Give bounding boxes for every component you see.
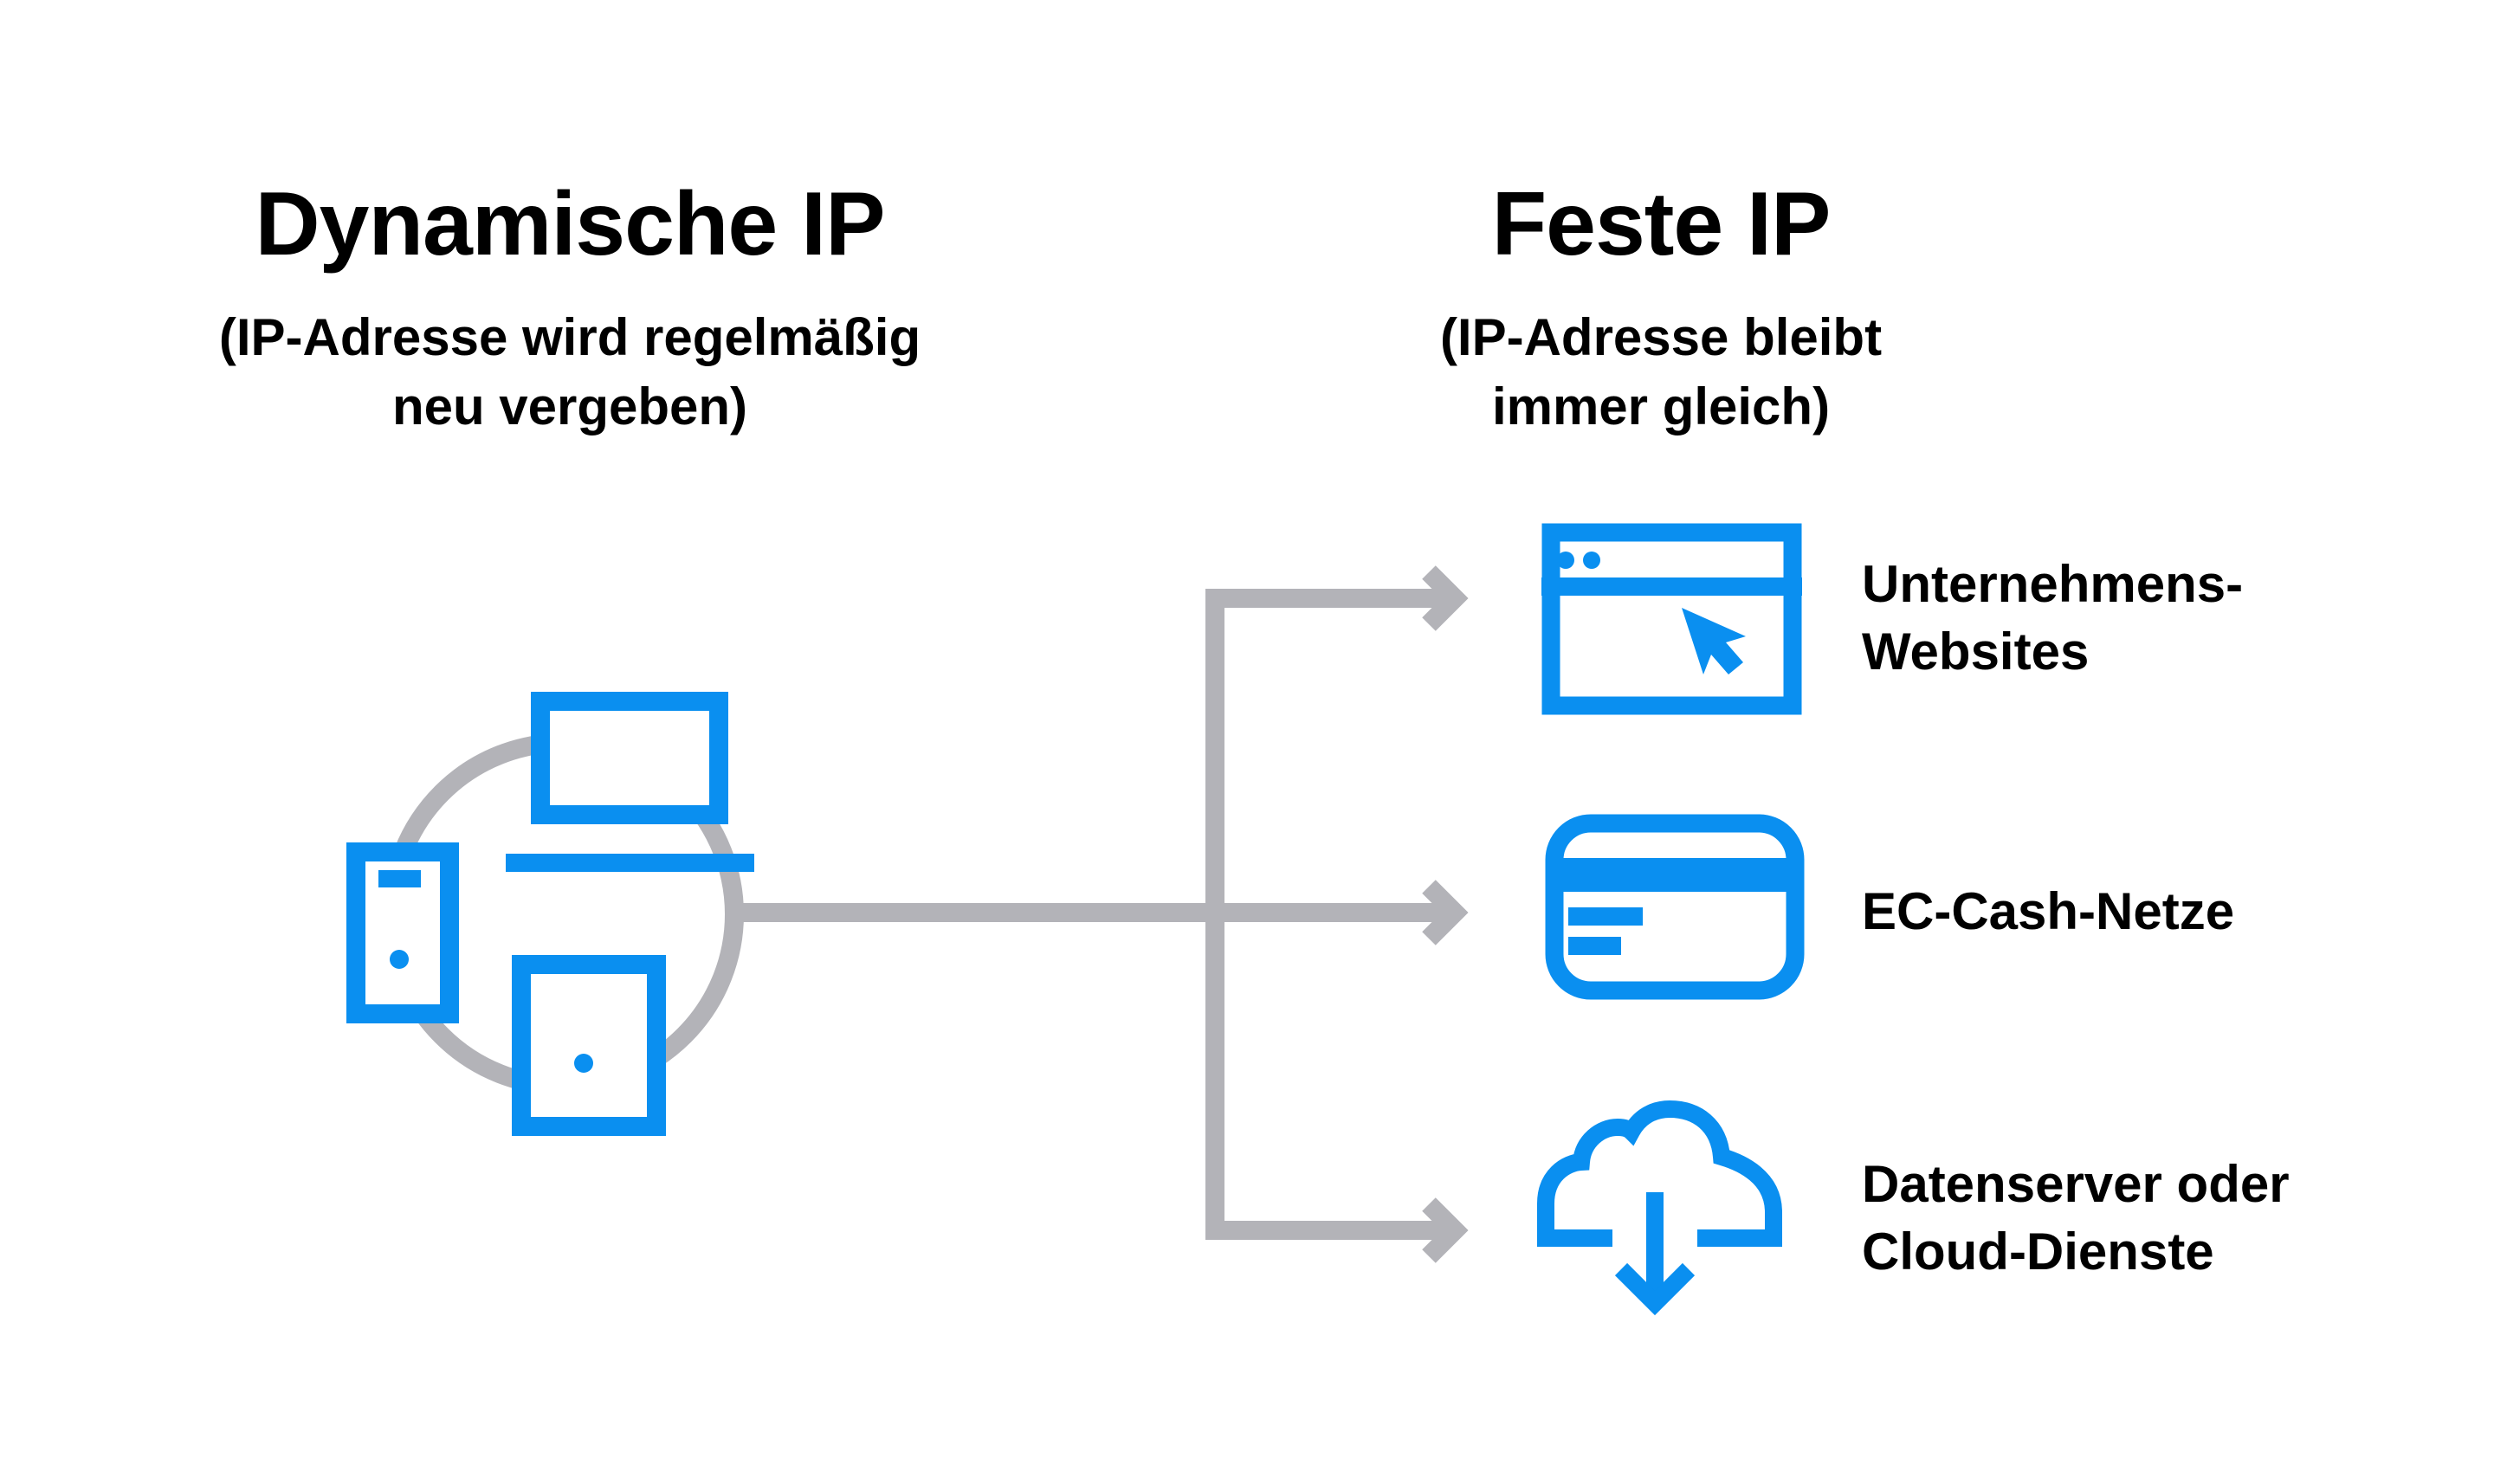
label-websites-line1: Unternehmens- xyxy=(1862,555,2244,613)
arrowhead-cloud xyxy=(1422,1197,1469,1263)
static-ip-subtitle-line1: (IP-Adresse bleibt xyxy=(1439,308,1883,366)
cloud-download-icon xyxy=(1537,1100,1782,1316)
dynamic-ip-title: Dynamische IP xyxy=(255,174,886,274)
connectors xyxy=(382,565,1469,1263)
dynamic-ip-subtitle-line2: neu vergeben) xyxy=(391,377,748,436)
label-websites-line2: Websites xyxy=(1862,623,2090,681)
dynamic-ip-subtitle-line1: (IP-Adresse wird regelmäßig xyxy=(218,308,921,366)
monitor-icon xyxy=(506,692,754,872)
browser-window-icon xyxy=(1541,523,1802,715)
smartphone-icon xyxy=(346,842,459,1023)
arrowhead-ec-cash xyxy=(1422,880,1469,945)
label-cloud-line1: Datenserver oder xyxy=(1862,1155,2290,1213)
arrowhead-websites xyxy=(1422,565,1469,631)
tablet-icon xyxy=(512,955,666,1136)
static-ip-subtitle-line2: immer gleich) xyxy=(1491,377,1831,436)
label-cloud-line2: Cloud-Dienste xyxy=(1862,1223,2214,1281)
credit-card-icon xyxy=(1545,814,1805,1000)
static-ip-title: Feste IP xyxy=(1491,174,1832,274)
label-ec-cash: EC-Cash-Netze xyxy=(1862,882,2235,940)
